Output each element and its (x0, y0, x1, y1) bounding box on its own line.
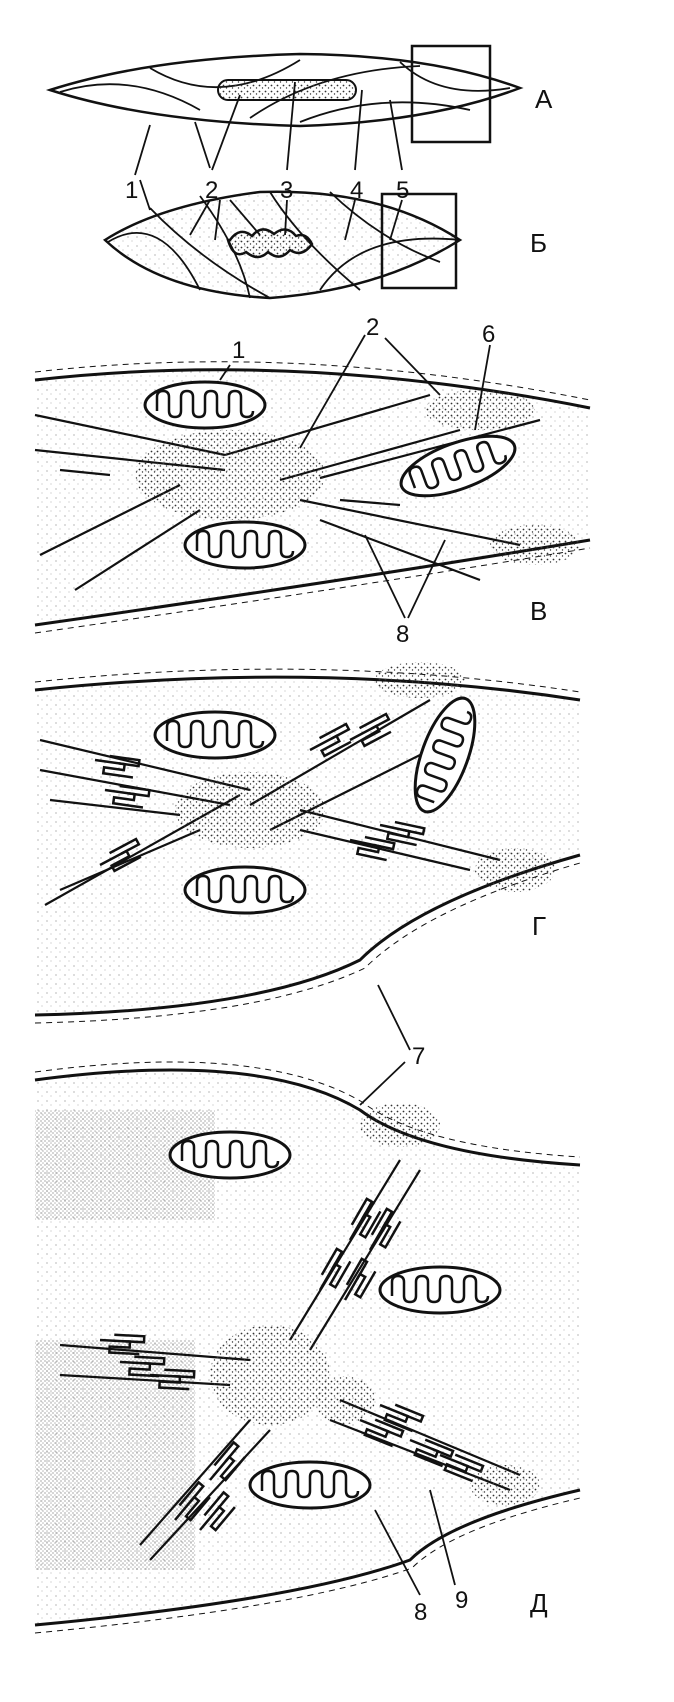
mitochondrion-v3 (183, 520, 307, 570)
callout-lines-v (219, 334, 491, 619)
zoom-box-a (410, 44, 492, 144)
dense-body-d2 (315, 1376, 375, 1424)
callout-3: 3 (280, 177, 293, 204)
callout-1-top: 1 (125, 177, 138, 204)
mitochondrion-v1 (143, 380, 267, 430)
mitochondrion-g3 (183, 865, 307, 915)
callout-6: 6 (482, 321, 495, 348)
mitochondrion-d1 (168, 1130, 292, 1180)
attachment-plaque-d1 (360, 1103, 440, 1147)
callout-lines-d (374, 1489, 456, 1596)
panel-label-g: Г (532, 911, 546, 941)
callout-lines-top (134, 81, 403, 241)
callout-4: 4 (350, 177, 363, 204)
callout-1-v: 1 (232, 337, 245, 364)
panel-d-cell (34, 1061, 581, 1634)
callout-7: 7 (412, 1043, 425, 1070)
callout-8-d: 8 (414, 1599, 427, 1626)
attachment-plaque-v1 (425, 390, 535, 430)
panel-label-v: В (530, 596, 547, 626)
panel-a-cell (45, 44, 524, 144)
mitochondrion-d2 (378, 1265, 502, 1315)
panel-b-cell (102, 190, 463, 300)
attachment-plaque-v2 (490, 525, 580, 565)
panel-v-cell (34, 361, 591, 634)
callout-lines-7 (359, 984, 411, 1106)
callout-5: 5 (396, 177, 409, 204)
panel-label-a: А (535, 84, 553, 114)
panel-label-b: Б (530, 228, 547, 258)
panel-g-cell (34, 662, 581, 1024)
attachment-plaque-g1 (375, 662, 465, 698)
mitochondrion-d3 (248, 1460, 372, 1510)
dense-body-g (175, 772, 325, 848)
panel-label-d: Д (530, 1588, 548, 1618)
callout-9: 9 (455, 1587, 468, 1614)
attachment-plaque-g2 (475, 848, 555, 892)
callout-2-top: 2 (205, 177, 218, 204)
zoom-box-b (380, 192, 458, 290)
dense-body-d (210, 1325, 330, 1425)
dense-body-v (135, 430, 325, 520)
mitochondrion-g1 (153, 710, 277, 760)
attachment-plaque-d2 (470, 1465, 540, 1505)
callout-2-v: 2 (366, 314, 379, 341)
callout-8-v: 8 (396, 621, 409, 648)
